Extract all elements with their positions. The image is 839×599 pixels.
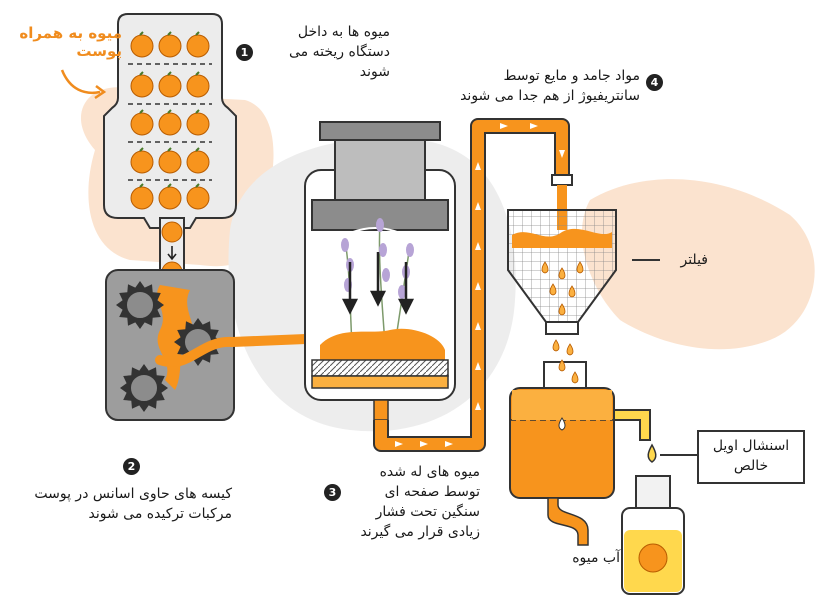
lavender-bud <box>376 218 384 232</box>
lavender-bud <box>406 243 414 257</box>
leaf-icon <box>139 31 144 36</box>
leaf-icon <box>195 183 200 188</box>
fruit-hopper <box>103 13 237 229</box>
leaf-icon <box>167 147 172 152</box>
press-machine <box>304 121 456 421</box>
orange-fruit <box>130 74 154 98</box>
peach-blob-right <box>581 179 815 350</box>
press-arrows <box>341 252 415 315</box>
juice-drop <box>558 359 566 372</box>
essential-oil-label: اسنشال اویل خالص <box>712 438 790 474</box>
lavender-bud <box>341 238 349 252</box>
orange-fruit <box>158 150 182 174</box>
fruit-arrow-icon <box>60 69 101 94</box>
step4-label: مواد جامد و مایع توسط سانتریفیوژ از هم ج… <box>460 68 640 104</box>
hopper-oranges <box>128 31 212 210</box>
juice-drop <box>541 261 549 274</box>
lavender-bud <box>398 285 406 299</box>
orange-fruit <box>186 112 210 136</box>
leaf-icon <box>167 31 172 36</box>
leaf-icon <box>195 31 200 36</box>
transfer-pipe <box>373 118 573 452</box>
essential-oil-box: اسنشال اویل خالص <box>697 430 805 484</box>
juice-drop <box>566 343 574 356</box>
orange-fruit <box>186 186 210 210</box>
step1-badge: 1 <box>236 44 253 61</box>
leaf-icon <box>139 109 144 114</box>
juice-drop <box>549 283 557 296</box>
leaf-icon <box>195 147 200 152</box>
leaf-icon <box>167 183 172 188</box>
juice-drop <box>568 285 576 298</box>
press-plate <box>311 359 449 377</box>
leaf-icon <box>195 109 200 114</box>
crushed-fruit <box>320 328 445 360</box>
juice-drop <box>558 267 566 280</box>
filter-label: فیلتر <box>680 252 708 268</box>
step3-badge: 3 <box>324 484 341 501</box>
step2-badge: 2 <box>123 458 140 475</box>
step3-label: میوه های له شده توسط صفحه ای سنگین تحت ف… <box>360 464 480 540</box>
gear-hub <box>125 290 155 320</box>
orange-fruit <box>158 186 182 210</box>
orange-fruit <box>158 74 182 98</box>
falling-orange <box>161 221 183 243</box>
leaf-icon <box>139 147 144 152</box>
leaf-icon <box>195 71 200 76</box>
orange-fruit <box>130 150 154 174</box>
juice-drop <box>571 371 579 384</box>
step1-label: میوه ها به داخل دستگاه ریخته می شوند <box>288 24 390 80</box>
orange-fruit <box>158 112 182 136</box>
juice-tank <box>509 339 651 546</box>
juice-drop <box>558 303 566 316</box>
gear-hub <box>129 373 159 403</box>
fruit-with-peel-label: میوه به همراه پوست <box>19 24 122 60</box>
leaf-icon <box>167 71 172 76</box>
oil-drop <box>647 443 657 463</box>
orange-fruit <box>130 186 154 210</box>
juice-drop <box>576 261 584 274</box>
orange-fruit <box>130 112 154 136</box>
juice-label: آب میوه <box>572 550 620 566</box>
orange-fruit <box>186 150 210 174</box>
step4-badge: 4 <box>646 74 663 91</box>
orange-fruit <box>158 34 182 58</box>
orange-fruit <box>186 74 210 98</box>
orange-fruit <box>186 34 210 58</box>
step2-label: کیسه های حاوی اسانس در پوست مرکبات ترکید… <box>34 486 232 522</box>
leaf-icon <box>139 183 144 188</box>
down-arrow-icon <box>167 246 177 261</box>
drop-icon <box>558 417 566 431</box>
gears <box>116 281 222 412</box>
lavender-bud <box>382 268 390 282</box>
filter-funnel <box>507 185 617 335</box>
juice-drop <box>552 339 560 352</box>
leaf-icon <box>167 109 172 114</box>
lavender-bud <box>379 243 387 257</box>
orange-fruit <box>130 34 154 58</box>
essential-oil-bottle <box>621 475 685 595</box>
leaf-icon <box>139 71 144 76</box>
